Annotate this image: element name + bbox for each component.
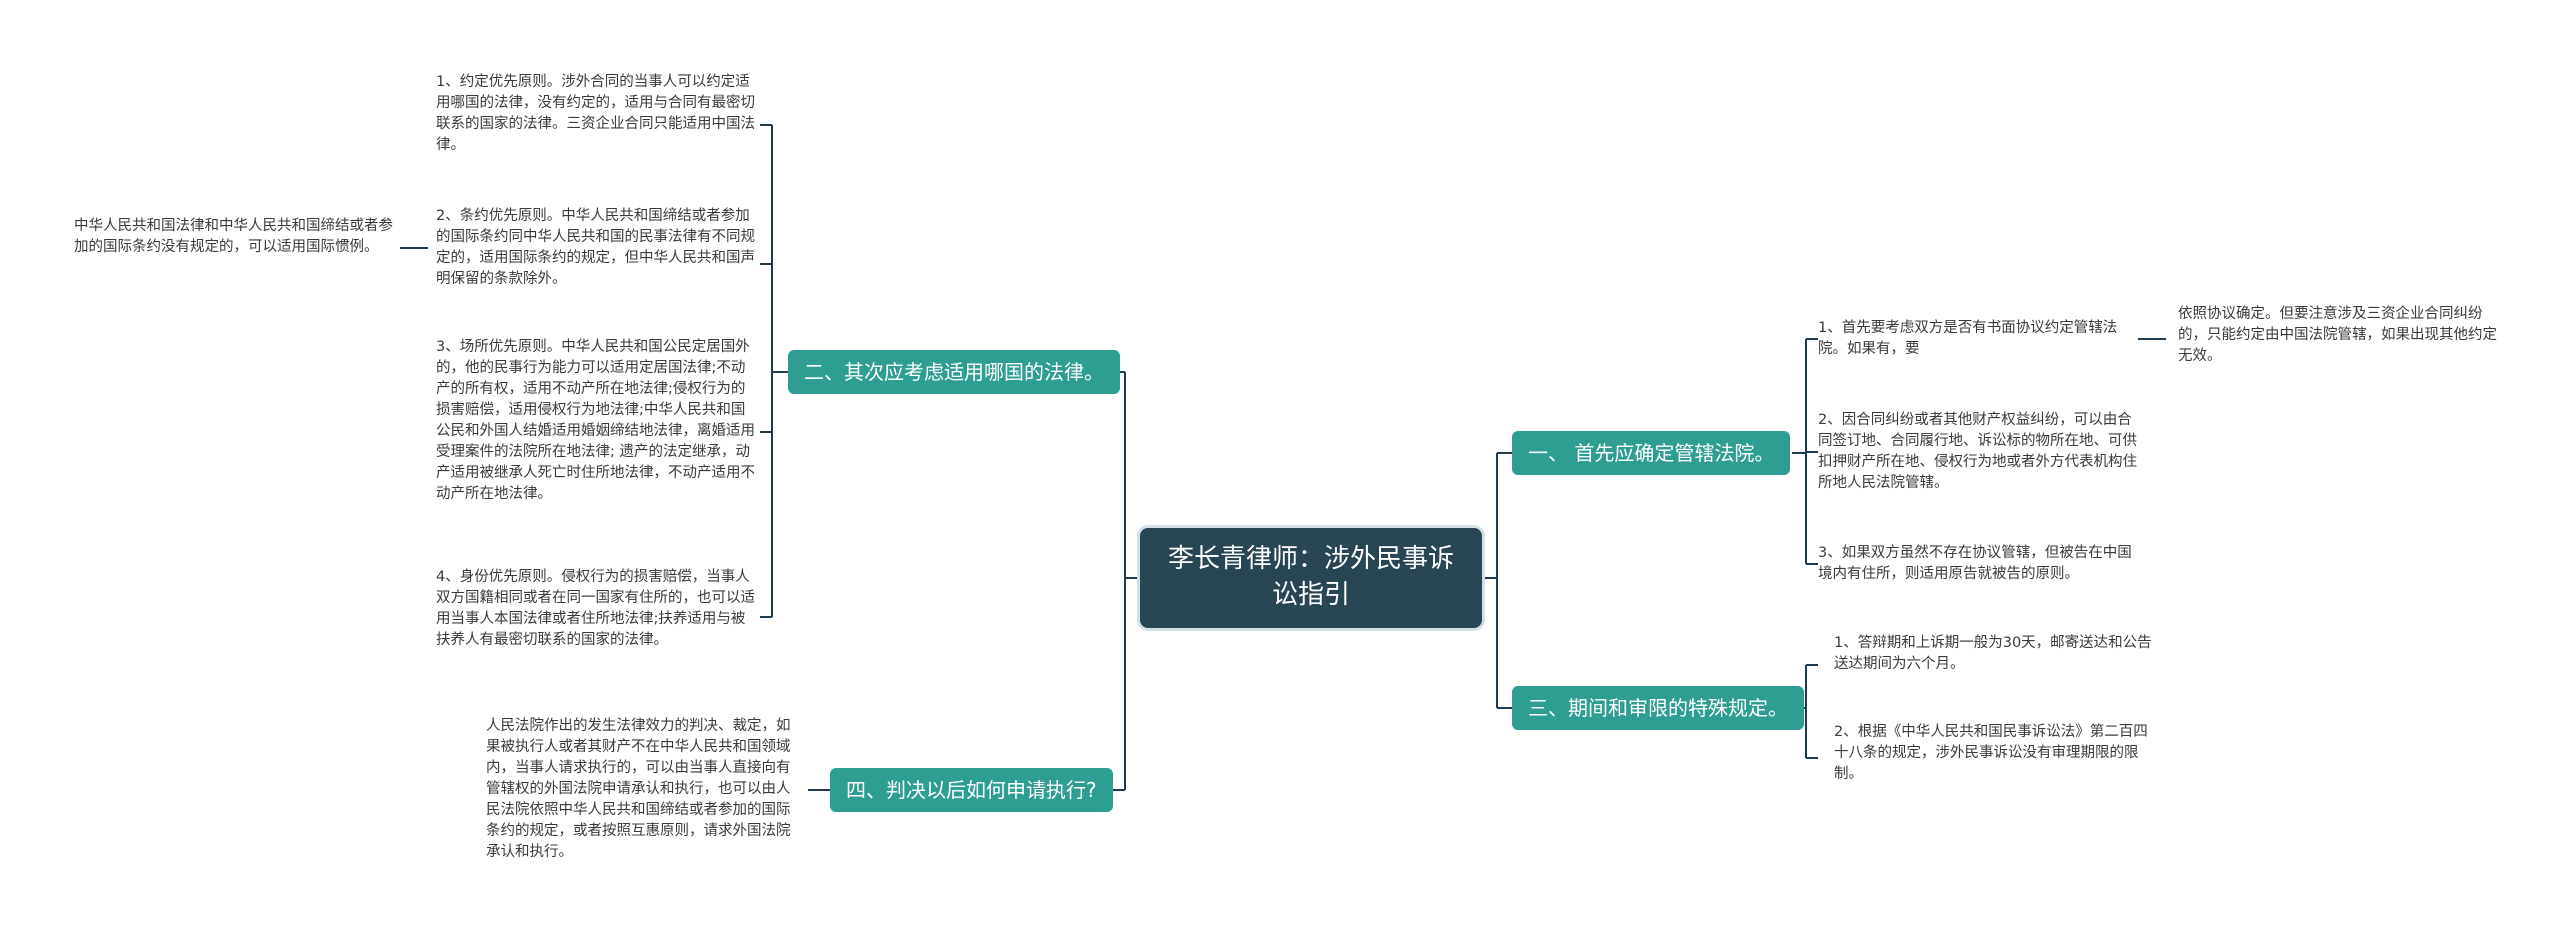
- leaf-applicable-law-2[interactable]: 2、条约优先原则。中华人民共和国缔结或者参加的国际条约同中华人民共和国的民事法律…: [436, 206, 756, 290]
- leaf-text: 人民法院作出的发生法律效力的判决、裁定，如果被执行人或者其财产不在中华人民共和国…: [486, 718, 791, 860]
- branch-applicable-law-label: 二、其次应考虑适用哪国的法律。: [804, 360, 1104, 384]
- leaf-jurisdiction-1-note[interactable]: 依照协议确定。但要注意涉及三资企业合同纠纷的，只能约定由中国法院管辖，如果出现其…: [2178, 304, 2508, 367]
- leaf-time-limits-2[interactable]: 2、根据《中华人民共和国民事诉讼法》第二百四十八条的规定，涉外民事诉讼没有审理期…: [1834, 722, 2154, 785]
- leaf-applicable-law-2-note[interactable]: 中华人民共和国法律和中华人民共和国缔结或者参加的国际条约没有规定的，可以适用国际…: [74, 216, 398, 258]
- leaf-text: 依照协议确定。但要注意涉及三资企业合同纠纷的，只能约定由中国法院管辖，如果出现其…: [2178, 306, 2497, 364]
- leaf-time-limits-1[interactable]: 1、答辩期和上诉期一般为30天，邮寄送达和公告送达期间为六个月。: [1834, 633, 2154, 675]
- leaf-text: 3、场所优先原则。中华人民共和国公民定居国外的，他的民事行为能力可以适用定居国法…: [436, 339, 755, 502]
- leaf-jurisdiction-1[interactable]: 1、首先要考虑双方是否有书面协议约定管辖法院。如果有，要: [1818, 318, 2138, 360]
- leaf-text: 2、根据《中华人民共和国民事诉讼法》第二百四十八条的规定，涉外民事诉讼没有审理期…: [1834, 724, 2148, 782]
- leaf-text: 2、因合同纠纷或者其他财产权益纠纷，可以由合同签订地、合同履行地、诉讼标的物所在…: [1818, 412, 2137, 491]
- leaf-text: 2、条约优先原则。中华人民共和国缔结或者参加的国际条约同中华人民共和国的民事法律…: [436, 208, 755, 287]
- branch-jurisdiction-label: 一、 首先应确定管辖法院。: [1528, 441, 1775, 465]
- leaf-jurisdiction-3[interactable]: 3、如果双方虽然不存在协议管辖，但被告在中国境内有住所，则适用原告就被告的原则。: [1818, 543, 2138, 585]
- leaf-text: 1、首先要考虑双方是否有书面协议约定管辖法院。如果有，要: [1818, 320, 2118, 357]
- root-topic-label: 李长青律师：涉外民事诉讼指引: [1167, 544, 1454, 610]
- leaf-text: 1、答辩期和上诉期一般为30天，邮寄送达和公告送达期间为六个月。: [1834, 635, 2152, 672]
- leaf-text: 3、如果双方虽然不存在协议管辖，但被告在中国境内有住所，则适用原告就被告的原则。: [1818, 545, 2132, 582]
- branch-time-limits-label: 三、期间和审限的特殊规定。: [1528, 696, 1788, 720]
- leaf-applicable-law-4[interactable]: 4、身份优先原则。侵权行为的损害赔偿，当事人双方国籍相同或者在同一国家有住所的，…: [436, 567, 756, 651]
- leaf-text: 1、约定优先原则。涉外合同的当事人可以约定适用哪国的法律，没有约定的，适用与合同…: [436, 74, 755, 153]
- branch-time-limits[interactable]: 三、期间和审限的特殊规定。: [1512, 686, 1804, 730]
- leaf-text: 中华人民共和国法律和中华人民共和国缔结或者参加的国际条约没有规定的，可以适用国际…: [74, 218, 393, 255]
- leaf-text: 4、身份优先原则。侵权行为的损害赔偿，当事人双方国籍相同或者在同一国家有住所的，…: [436, 569, 755, 648]
- leaf-applicable-law-1[interactable]: 1、约定优先原则。涉外合同的当事人可以约定适用哪国的法律，没有约定的，适用与合同…: [436, 72, 756, 156]
- branch-applicable-law[interactable]: 二、其次应考虑适用哪国的法律。: [788, 350, 1120, 394]
- leaf-enforcement-1[interactable]: 人民法院作出的发生法律效力的判决、裁定，如果被执行人或者其财产不在中华人民共和国…: [486, 716, 804, 863]
- root-topic[interactable]: 李长青律师：涉外民事诉讼指引: [1140, 528, 1482, 628]
- branch-enforcement-label: 四、判决以后如何申请执行?: [846, 778, 1097, 802]
- connector-root-left: [1124, 372, 1140, 790]
- branch-enforcement[interactable]: 四、判决以后如何申请执行?: [830, 768, 1113, 812]
- connector-b2-children: [760, 124, 788, 618]
- branch-jurisdiction[interactable]: 一、 首先应确定管辖法院。: [1512, 431, 1791, 475]
- leaf-applicable-law-3[interactable]: 3、场所优先原则。中华人民共和国公民定居国外的，他的民事行为能力可以适用定居国法…: [436, 337, 756, 505]
- leaf-jurisdiction-2[interactable]: 2、因合同纠纷或者其他财产权益纠纷，可以由合同签订地、合同履行地、诉讼标的物所在…: [1818, 410, 2138, 494]
- connector-root-right: [1482, 453, 1498, 708]
- connector-b1-children: [1792, 338, 1818, 565]
